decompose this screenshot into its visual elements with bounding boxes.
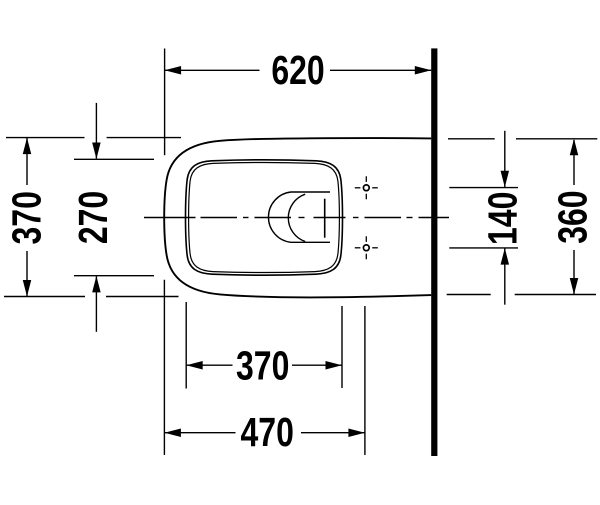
svg-text:270: 270 (71, 191, 116, 244)
svg-text:360: 360 (550, 190, 595, 243)
svg-text:370: 370 (236, 343, 289, 388)
svg-text:470: 470 (241, 410, 294, 455)
svg-text:140: 140 (480, 192, 525, 245)
svg-text:620: 620 (271, 47, 324, 92)
svg-text:370: 370 (4, 191, 49, 244)
